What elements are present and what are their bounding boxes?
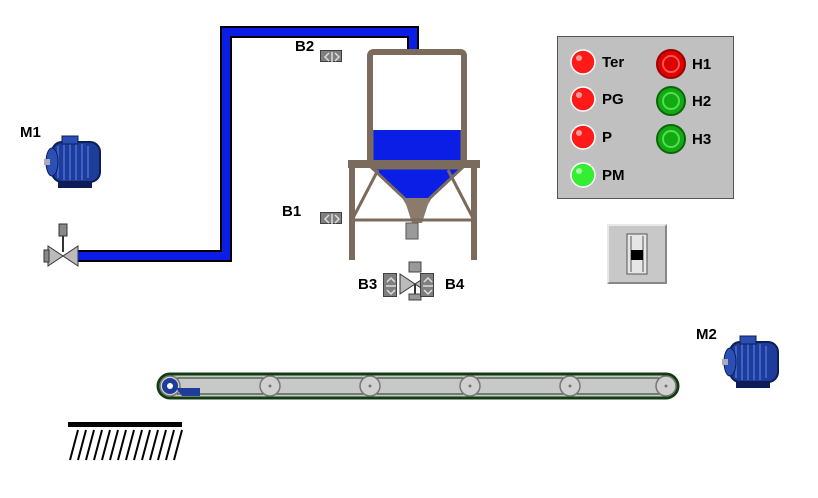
indicator-h2: H2 [656, 86, 711, 116]
ground-symbol [68, 422, 183, 461]
indicator-p: P [570, 124, 612, 150]
indicator-label: H2 [692, 92, 712, 110]
lamp-green-icon [656, 86, 686, 116]
lamp-red-icon [656, 49, 686, 79]
indicator-label: PG [602, 90, 624, 108]
conveyor-belt [156, 372, 680, 400]
sensor-b3-label: B3 [358, 276, 378, 293]
indicator-h3: H3 [656, 124, 711, 154]
indicator-label: H3 [692, 130, 712, 148]
motor-m2-label: M2 [696, 326, 717, 343]
toggle-switch[interactable] [607, 224, 667, 284]
inlet-valve[interactable] [43, 222, 84, 272]
sensor-b3[interactable] [383, 273, 397, 297]
indicator-panel: Ter PG P PM H1 H2 H3 [557, 36, 734, 199]
indicator-label: PM [602, 166, 625, 184]
sensor-b4-label: B4 [445, 276, 465, 293]
lamp-green-icon [570, 162, 596, 188]
indicator-label: P [602, 128, 613, 146]
motor-m2-icon[interactable] [722, 334, 792, 394]
motor-m1-icon[interactable] [44, 134, 114, 194]
indicator-pg: PG [570, 86, 624, 112]
lamp-red-icon [570, 86, 596, 112]
motor-m1-label: M1 [20, 124, 41, 141]
indicator-h1: H1 [656, 49, 711, 79]
sensor-b4[interactable] [420, 273, 434, 297]
lamp-green-icon [656, 124, 686, 154]
sensor-b1-label: B1 [282, 203, 302, 220]
sensor-b1[interactable] [320, 212, 342, 224]
indicator-label: H1 [692, 55, 712, 73]
lamp-red-icon [570, 124, 596, 150]
sensor-b2-label: B2 [295, 38, 315, 55]
silo-tank [348, 49, 480, 260]
indicator-pm: PM [570, 162, 625, 188]
lamp-red-icon [570, 49, 596, 75]
sensor-b2[interactable] [320, 50, 342, 62]
switch-icon [626, 233, 648, 275]
indicator-ter: Ter [570, 49, 624, 75]
indicator-label: Ter [602, 53, 625, 71]
